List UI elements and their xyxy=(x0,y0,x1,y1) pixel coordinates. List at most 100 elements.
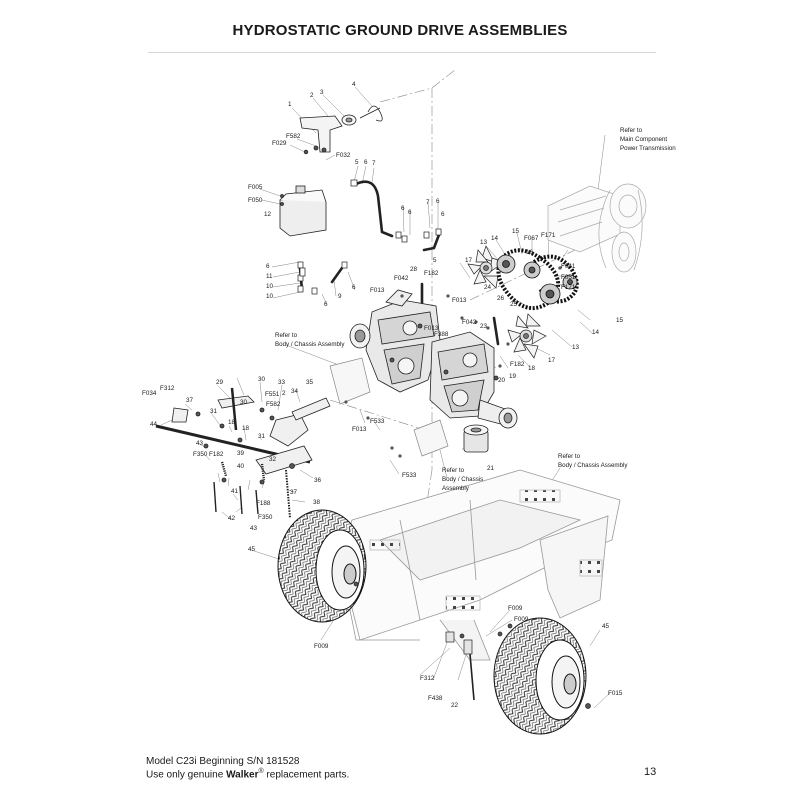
part-label: F312 xyxy=(420,675,435,682)
part-label: F013 xyxy=(452,297,467,304)
part-label: 6 xyxy=(441,211,445,218)
part-label: 18 xyxy=(228,419,236,426)
part-label: F034 xyxy=(142,390,157,397)
part-label: F182 xyxy=(424,270,439,277)
title-divider xyxy=(148,52,656,53)
note-line: Body / Chassis Assembly xyxy=(275,341,345,348)
part-label: 39 xyxy=(237,450,245,457)
part-label: 34 xyxy=(291,388,299,395)
svg-text:Assembly: Assembly xyxy=(442,485,470,492)
part-label: 42 xyxy=(228,515,236,522)
part-label: 6 xyxy=(324,301,328,308)
svg-text:Power Transmission: Power Transmission xyxy=(620,145,676,152)
part-label: F013 xyxy=(424,325,439,332)
part-label: F350 xyxy=(193,451,208,458)
part-label: 37 xyxy=(186,397,194,404)
part-label: F182 xyxy=(510,361,525,368)
page-number: 13 xyxy=(644,766,657,778)
part-label: 24 xyxy=(484,284,492,291)
part-label: 14 xyxy=(491,235,499,242)
oil-reservoir xyxy=(279,185,327,237)
part-label: F009 xyxy=(314,643,329,650)
part-label: 5 xyxy=(355,159,359,166)
part-label: 44 xyxy=(150,421,158,428)
part-label: 6 xyxy=(436,198,440,205)
part-label: F013 xyxy=(370,287,385,294)
svg-text:Body / Chassis Assembly: Body / Chassis Assembly xyxy=(558,462,628,469)
part-label: 3 xyxy=(320,89,324,96)
svg-text:Body / Chassis Assembly: Body / Chassis Assembly xyxy=(275,341,345,348)
part-label: 7 xyxy=(426,199,430,206)
note-body-chassis-right: Refer to Body / Chassis Assembly xyxy=(558,453,628,469)
left-hydrostatic-transmission xyxy=(349,289,441,393)
part-label: 38 xyxy=(313,499,321,506)
part-label: F005 xyxy=(248,184,263,191)
part-label: 45 xyxy=(602,623,610,630)
svg-text:Refer to: Refer to xyxy=(442,467,465,474)
part-label: 7 xyxy=(372,160,376,167)
note-body-chassis-middle: Refer to Body / Chassis Assembly xyxy=(442,467,483,492)
part-label: F533 xyxy=(402,472,417,479)
hose-fittings xyxy=(297,179,442,295)
part-label: 2 xyxy=(310,92,314,99)
part-label: 17 xyxy=(548,357,556,364)
part-label: 6 xyxy=(352,284,356,291)
leader-lines xyxy=(160,86,611,709)
left-drive-tire xyxy=(277,509,367,623)
svg-text:Refer to: Refer to xyxy=(558,453,581,460)
part-label: 11 xyxy=(266,273,273,280)
page-title: HYDROSTATIC GROUND DRIVE ASSEMBLIES xyxy=(232,22,568,39)
part-label: 10 xyxy=(266,283,274,290)
part-label: 41 xyxy=(231,488,239,495)
part-label: 37 xyxy=(290,489,298,496)
part-label: 1 xyxy=(288,101,292,108)
part-label: 9 xyxy=(338,293,342,300)
part-label: 17 xyxy=(465,257,473,264)
part-label: F388 xyxy=(434,331,449,338)
part-label: F582 xyxy=(266,401,281,408)
part-label: F438 xyxy=(428,695,443,702)
right-hydrostatic-transmission xyxy=(429,331,518,429)
svg-text:Body / Chassis: Body / Chassis xyxy=(442,476,483,483)
chassis-mount-plates xyxy=(329,357,449,457)
part-label: 25 xyxy=(510,301,518,308)
part-label: 22 xyxy=(451,702,459,709)
exploded-parts-diagram: Refer to Main Component Power Transmissi… xyxy=(142,69,676,735)
note-line: Body / Chassis xyxy=(442,476,483,483)
part-label: 5 xyxy=(433,257,437,264)
part-label: 19 xyxy=(509,373,517,380)
part-label: 45 xyxy=(248,546,256,553)
part-label: 13 xyxy=(572,344,580,351)
footer-suffix: replacement parts. xyxy=(263,769,350,781)
part-label: F171 xyxy=(541,232,556,239)
part-label: 28 xyxy=(410,266,418,273)
part-label: F029 xyxy=(272,140,287,147)
note-line: Main Component xyxy=(620,136,667,143)
note-line: Body / Chassis Assembly xyxy=(558,462,628,469)
part-label: F009 xyxy=(508,605,523,612)
part-label: F551 xyxy=(265,391,280,398)
part-label: F009 xyxy=(514,616,529,623)
main-component-reference xyxy=(547,183,647,273)
part-label: F042 xyxy=(462,319,477,326)
part-label: 2 xyxy=(282,390,286,397)
part-label: 26 xyxy=(497,295,505,302)
part-label: 18 xyxy=(242,425,250,432)
note-line: Assembly xyxy=(442,485,470,492)
part-label: F312 xyxy=(160,385,175,392)
control-bracket-assembly xyxy=(299,105,383,155)
part-label: 14 xyxy=(592,329,600,336)
part-label: 13 xyxy=(480,239,488,246)
note-line: Refer to xyxy=(620,127,643,134)
part-label: 18 xyxy=(528,365,536,372)
part-label: 4 xyxy=(352,81,356,88)
part-label: 30 xyxy=(240,399,248,406)
part-label: F533 xyxy=(370,418,385,425)
part-label: F051 xyxy=(561,274,576,281)
footer-genuine-parts-line: Use only genuine Walker® replacement par… xyxy=(146,768,349,780)
part-label: F067 xyxy=(524,235,539,242)
part-label: 20 xyxy=(498,377,506,384)
part-label: 32 xyxy=(269,456,277,463)
part-label: F582 xyxy=(286,133,301,140)
svg-text:Refer to: Refer to xyxy=(275,332,298,339)
